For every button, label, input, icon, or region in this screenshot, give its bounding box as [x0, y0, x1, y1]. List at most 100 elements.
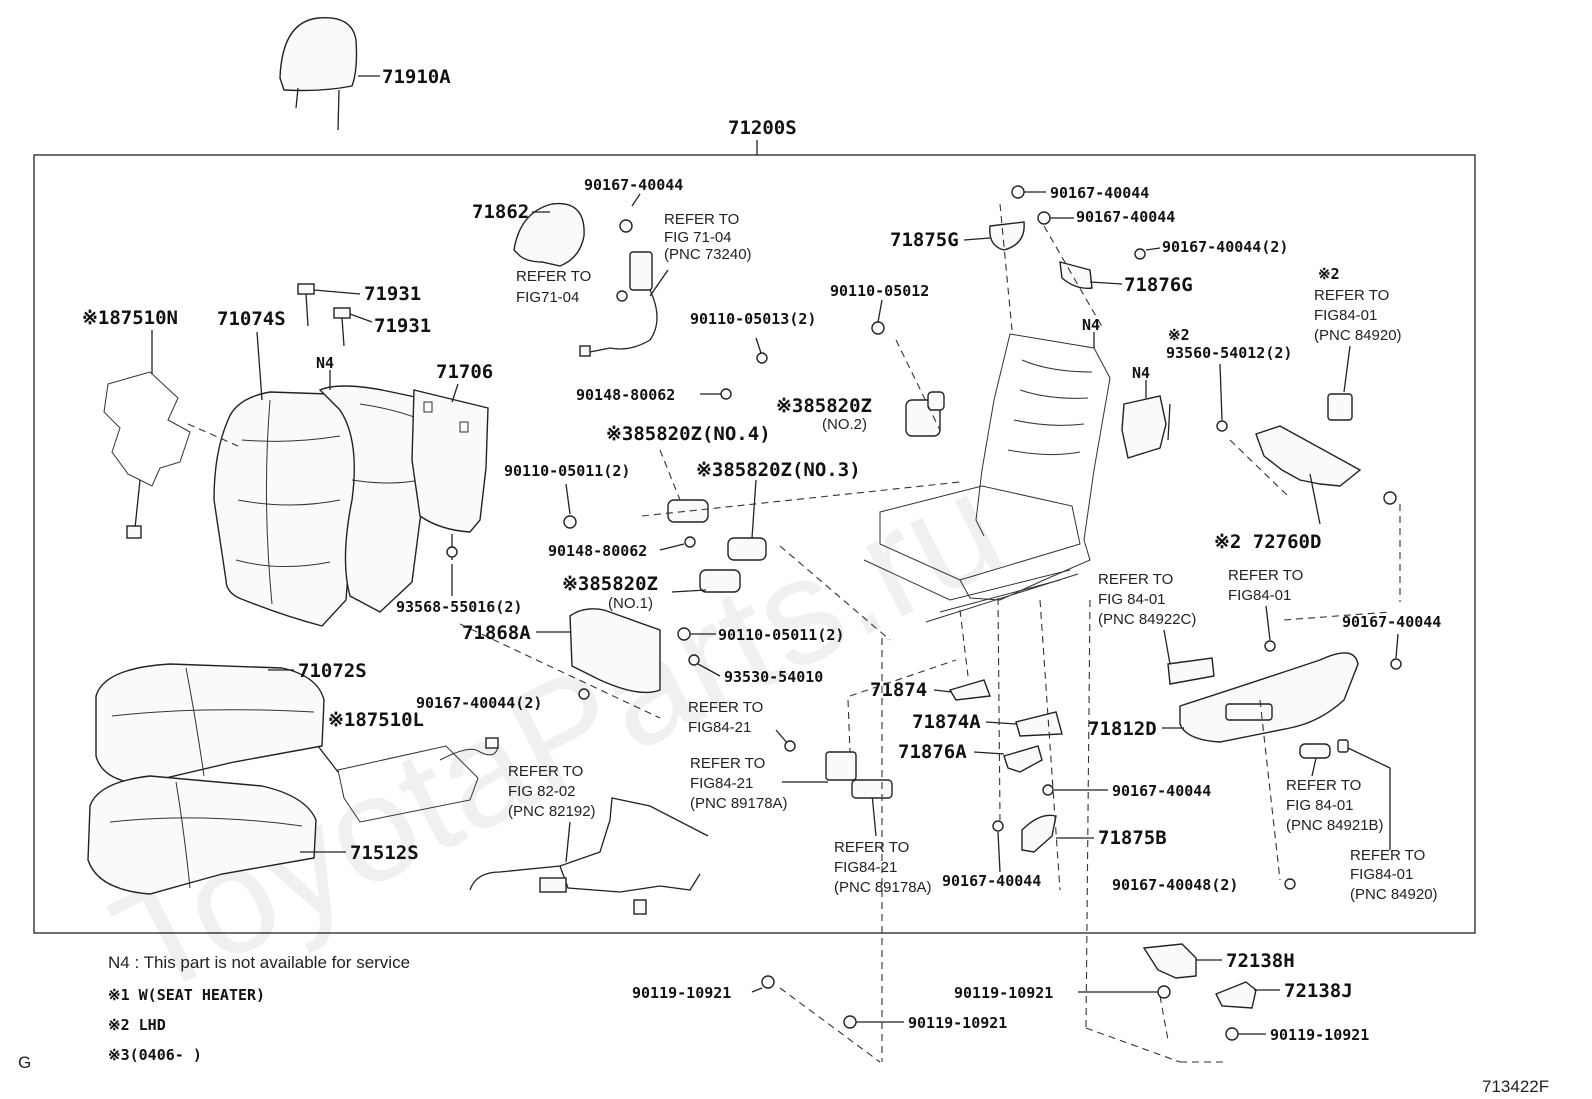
label-bolt-bm[interactable]: 90119-10921: [908, 1014, 1007, 1032]
label-bolt-bl[interactable]: 90119-10921: [632, 984, 731, 1002]
cover-71876a-drawing: [1003, 745, 1043, 773]
label-screw-71862[interactable]: 90167-40044: [584, 176, 683, 194]
label-cover-71876g[interactable]: 71876G: [1124, 274, 1193, 296]
label-motor-no3[interactable]: ※385820Z(NO.3): [696, 459, 861, 481]
cover-71876g-drawing: [1059, 261, 1093, 289]
ref-fig8401-e-0[interactable]: REFER TO: [1286, 777, 1361, 794]
ref-fig7104-top-0[interactable]: REFER TO: [664, 211, 739, 228]
label-mark2-a[interactable]: ※2: [1168, 326, 1190, 344]
label-motor-no4[interactable]: ※385820Z(NO.4): [606, 423, 771, 445]
label-back-cover[interactable]: 71074S: [217, 308, 286, 330]
ref-fig8401-e-2[interactable]: (PNC 84921B): [1286, 817, 1384, 834]
label-screw-90167-right[interactable]: 90167-40044: [1342, 613, 1441, 631]
ref-fig8401-d-0[interactable]: REFER TO: [1228, 567, 1303, 584]
ref-fig8421-b-0[interactable]: REFER TO: [690, 755, 765, 772]
label-screw-top3[interactable]: 90167-40044(2): [1162, 238, 1288, 256]
label-cushion-pad[interactable]: 71512S: [350, 842, 419, 864]
ref-fig8401-f-2[interactable]: (PNC 84920): [1350, 886, 1438, 903]
label-motor-no2-sub[interactable]: (NO.2): [822, 416, 867, 433]
label-shield-71812d[interactable]: 71812D: [1088, 718, 1157, 740]
label-cushion-heater[interactable]: ※187510L: [328, 709, 424, 731]
label-n4-frame[interactable]: N4: [1082, 316, 1100, 334]
label-cushion-cover[interactable]: 71072S: [298, 660, 367, 682]
label-bracket-72760d[interactable]: ※2 72760D: [1214, 531, 1321, 553]
label-screw-93560[interactable]: 93560-54012(2): [1166, 344, 1292, 362]
label-cover-71868a[interactable]: 71868A: [462, 622, 531, 644]
label-screw-top1[interactable]: 90167-40044: [1050, 184, 1149, 202]
seat-frame-drawing: [863, 333, 1111, 623]
label-headrest[interactable]: 71910A: [382, 66, 451, 88]
ref-fig8202-2[interactable]: (PNC 82192): [508, 803, 596, 820]
label-cover-71875g[interactable]: 71875G: [890, 229, 959, 251]
label-guide-a[interactable]: 71931: [364, 283, 421, 305]
dashed-guides: [187, 203, 1401, 1063]
label-bolt-br[interactable]: 90119-10921: [1270, 1026, 1369, 1044]
label-bolt-90110-05013[interactable]: 90110-05013(2): [690, 310, 816, 328]
label-n4-side[interactable]: N4: [1132, 364, 1150, 382]
ref-fig8401-tr-2[interactable]: (PNC 84920): [1314, 327, 1402, 344]
corner-mark: G: [18, 1053, 31, 1072]
ref-fig8401-tr-1[interactable]: FIG84-01: [1314, 307, 1377, 324]
diagram-code: 713422F: [1482, 1077, 1549, 1096]
back-cover-drawing: [213, 391, 363, 627]
label-bolt-90110-05011-b[interactable]: 90110-05011(2): [718, 626, 844, 644]
ref-fig8421-b-1[interactable]: FIG84-21: [690, 775, 753, 792]
label-bolt-90110-05012[interactable]: 90110-05012: [830, 282, 929, 300]
label-screw-90167-2[interactable]: 90167-40044(2): [416, 694, 542, 712]
motor-no2-drawing: [905, 391, 945, 437]
cover-71874-drawing: [948, 679, 991, 701]
cushion-pad-drawing: [87, 775, 317, 895]
wire-harness-drawing: [469, 797, 709, 915]
label-cover-71874[interactable]: 71874: [870, 679, 927, 701]
ref-fig7104-left-0[interactable]: REFER TO: [516, 268, 591, 285]
ref-fig8421-b-2[interactable]: (PNC 89178A): [690, 795, 788, 812]
label-clip-93568[interactable]: 93568-55016(2): [396, 598, 522, 616]
ref-fig8401-d-1[interactable]: FIG84-01: [1228, 587, 1291, 604]
label-screw-90167-40048[interactable]: 90167-40048(2): [1112, 876, 1238, 894]
label-rail-72138j[interactable]: 72138J: [1284, 980, 1353, 1002]
ref-fig8421-c-0[interactable]: REFER TO: [834, 839, 909, 856]
ref-fig7104-top-1[interactable]: FIG 71-04: [664, 229, 732, 246]
ref-fig8202-0[interactable]: REFER TO: [508, 763, 583, 780]
label-motor-no2[interactable]: ※385820Z: [776, 395, 872, 417]
label-rail-72138h[interactable]: 72138H: [1226, 950, 1295, 972]
note-n4: N4 : This part is not available for serv…: [108, 953, 410, 972]
ref-fig7104-top-2[interactable]: (PNC 73240): [664, 246, 752, 263]
label-guide-b[interactable]: 71931: [374, 315, 431, 337]
label-cover-71876a[interactable]: 71876A: [898, 741, 967, 763]
ref-fig8401-tr-0[interactable]: REFER TO: [1314, 287, 1389, 304]
label-n4-back[interactable]: N4: [316, 354, 334, 372]
label-screw-low[interactable]: 90167-40044: [942, 872, 1041, 890]
ref-fig8421-a-1[interactable]: FIG84-21: [688, 719, 751, 736]
label-bolt-90110-05011-a[interactable]: 90110-05011(2): [504, 462, 630, 480]
ref-fig8421-c-2[interactable]: (PNC 89178A): [834, 879, 932, 896]
side-pad-drawing: [1121, 395, 1171, 459]
label-motor-no1[interactable]: ※385820Z: [562, 573, 658, 595]
label-cover-71875b[interactable]: 71875B: [1098, 827, 1167, 849]
label-mark2-b[interactable]: ※2: [1318, 265, 1340, 283]
ref-fig8202-1[interactable]: FIG 82-02: [508, 783, 576, 800]
ref-fig8401-e-1[interactable]: FIG 84-01: [1286, 797, 1354, 814]
label-screw-93530[interactable]: 93530-54010: [724, 668, 823, 686]
label-screw-mid[interactable]: 90167-40044: [1112, 782, 1211, 800]
ref-fig8401-f-0[interactable]: REFER TO: [1350, 847, 1425, 864]
ref-fig8401-c-1[interactable]: FIG 84-01: [1098, 591, 1166, 608]
label-screw-top2[interactable]: 90167-40044: [1076, 208, 1175, 226]
ref-fig8421-a-0[interactable]: REFER TO: [688, 699, 763, 716]
label-screw-90148-b[interactable]: 90148-80062: [548, 542, 647, 560]
label-cover-71862[interactable]: 71862: [472, 201, 529, 223]
ref-fig8401-f-1[interactable]: FIG84-01: [1350, 866, 1413, 883]
label-bolt-bc[interactable]: 90119-10921: [954, 984, 1053, 1002]
ref-fig8401-c-2[interactable]: (PNC 84922C): [1098, 611, 1196, 628]
label-assembly[interactable]: 71200S: [728, 117, 797, 139]
label-motor-no1-sub[interactable]: (NO.1): [608, 595, 653, 612]
label-screw-90148-a[interactable]: 90148-80062: [576, 386, 675, 404]
label-back-board[interactable]: 71706: [436, 361, 493, 383]
ref-fig7104-left-1[interactable]: FIG71-04: [516, 289, 579, 306]
ref-fig8401-c-0[interactable]: REFER TO: [1098, 571, 1173, 588]
ref-fig8421-c-1[interactable]: FIG84-21: [834, 859, 897, 876]
label-cover-71874a[interactable]: 71874A: [912, 711, 981, 733]
clip-93568-drawing: [446, 534, 458, 560]
label-back-heater[interactable]: ※187510N: [82, 307, 178, 329]
